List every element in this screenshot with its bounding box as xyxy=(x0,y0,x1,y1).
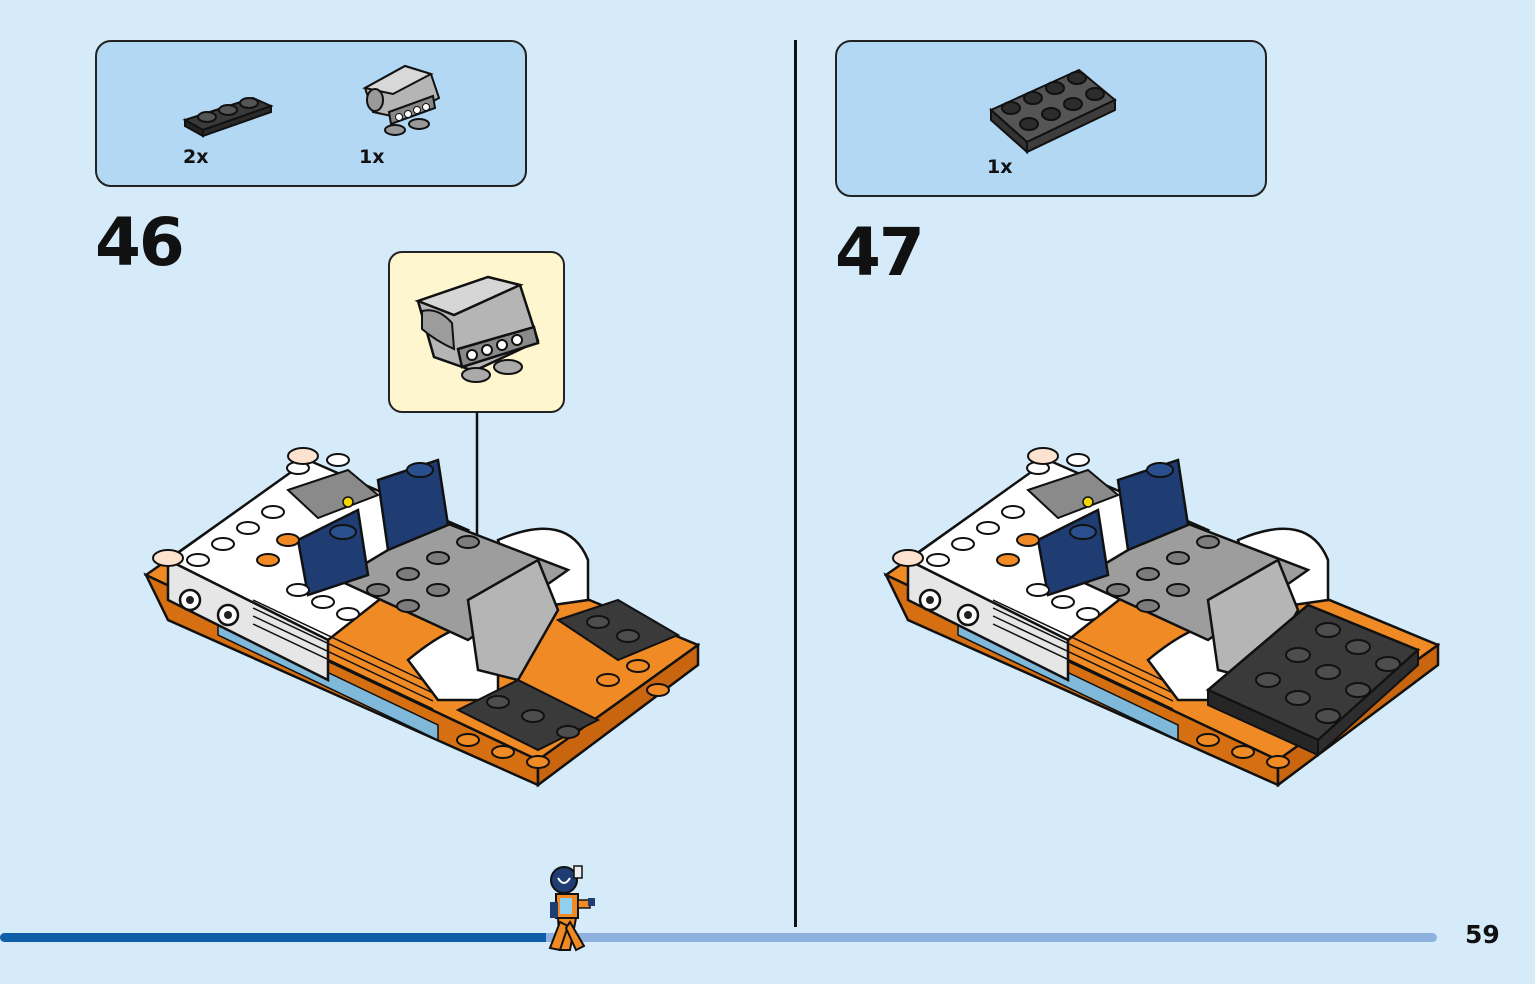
part-qty: 1x xyxy=(359,146,385,168)
progress-fill xyxy=(0,933,547,942)
sub-assembly-callout xyxy=(388,251,565,413)
plate-1x3-black-icon xyxy=(182,96,274,138)
part-qty: 1x xyxy=(987,156,1013,178)
step-number: 46 xyxy=(95,204,185,281)
part-qty: 2x xyxy=(183,146,209,168)
engine-intake-grey-icon xyxy=(362,64,441,136)
step-number: 47 xyxy=(835,214,925,291)
page-number: 59 xyxy=(1465,920,1500,949)
minifigure-progress-icon xyxy=(548,865,595,952)
plate-2x4-black-icon xyxy=(989,68,1117,155)
model-step-47 xyxy=(883,447,1441,788)
progress-track xyxy=(0,933,1437,942)
step-divider xyxy=(794,40,797,927)
engine-intake-grey-icon xyxy=(414,275,540,383)
parts-list-step-47: 1x xyxy=(835,40,1267,197)
parts-list-step-46: 2x 1x xyxy=(95,40,527,187)
model-step-46 xyxy=(143,447,701,788)
